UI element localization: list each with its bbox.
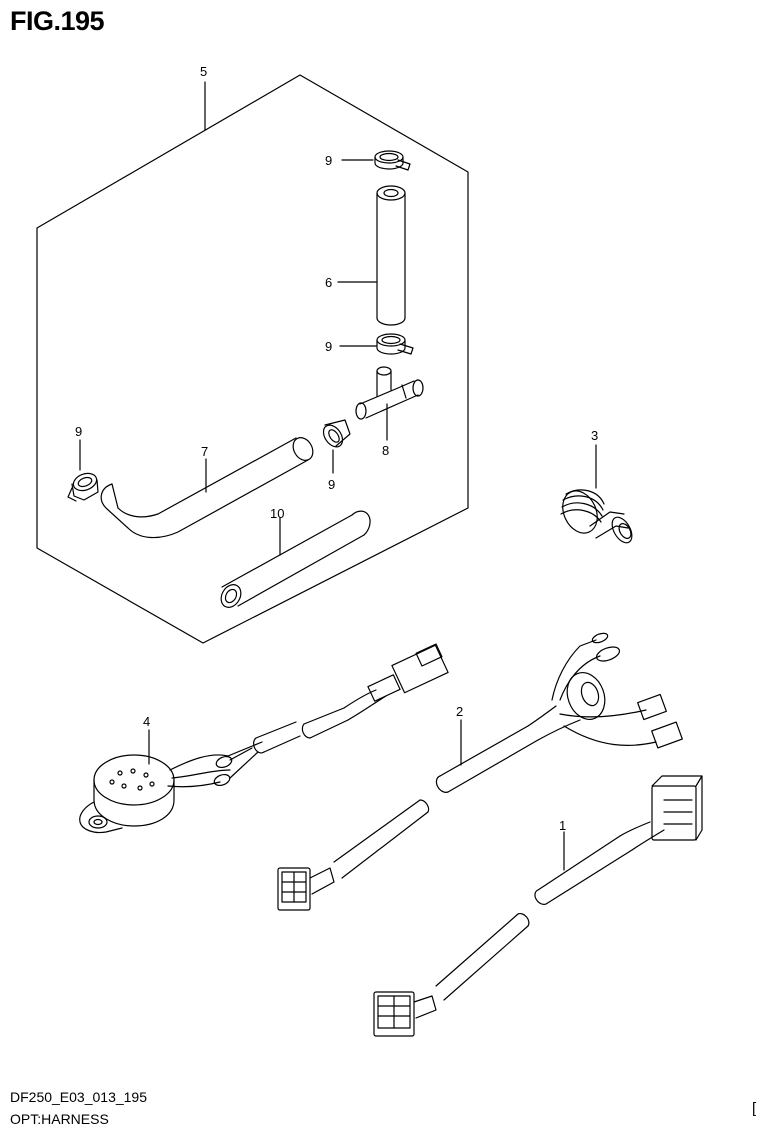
callout-5-label: 5	[200, 64, 207, 79]
clamp-middle	[376, 333, 414, 355]
hose-short	[220, 510, 371, 608]
callout-8: 8	[382, 403, 389, 458]
callout-5: 5	[200, 64, 207, 131]
svg-text:8: 8	[382, 443, 389, 458]
svg-text:9: 9	[75, 424, 82, 439]
svg-text:1: 1	[559, 818, 566, 833]
callout-9-b: 9	[325, 339, 377, 354]
kit-outline	[36, 74, 469, 644]
callout-7: 7	[201, 444, 208, 493]
svg-text:7: 7	[201, 444, 208, 459]
clamp-left	[67, 472, 99, 502]
svg-text:9: 9	[325, 153, 332, 168]
main-harness	[277, 632, 683, 911]
clamp-top	[374, 150, 411, 171]
callout-9-c: 9	[75, 424, 82, 471]
clamp-lower-middle	[322, 419, 351, 448]
hose-bent	[100, 437, 314, 539]
callout-9-d: 9	[328, 449, 335, 492]
fitting-plug	[560, 489, 633, 544]
svg-text:2: 2	[456, 704, 463, 719]
callout-6: 6	[325, 275, 377, 290]
t-joint	[355, 366, 424, 420]
svg-text:9: 9	[328, 477, 335, 492]
callout-9-a: 9	[325, 153, 374, 168]
callout-4: 4	[143, 714, 150, 765]
buzzer-harness	[79, 643, 449, 834]
corner-mark: [	[752, 1100, 757, 1117]
hose-straight	[376, 185, 406, 326]
callout-1: 1	[559, 818, 566, 871]
callout-3: 3	[591, 428, 598, 489]
svg-text:10: 10	[270, 506, 284, 521]
svg-text:9: 9	[325, 339, 332, 354]
figure-title: FIG.195	[10, 6, 105, 36]
diagram-name: OPT:HARNESS	[10, 1111, 109, 1127]
extension-harness	[373, 775, 703, 1037]
callout-2: 2	[456, 704, 463, 766]
callout-10: 10	[270, 506, 284, 556]
diagram-code: DF250_E03_013_195	[10, 1089, 148, 1105]
svg-text:3: 3	[591, 428, 598, 443]
svg-text:6: 6	[325, 275, 332, 290]
svg-text:4: 4	[143, 714, 150, 729]
